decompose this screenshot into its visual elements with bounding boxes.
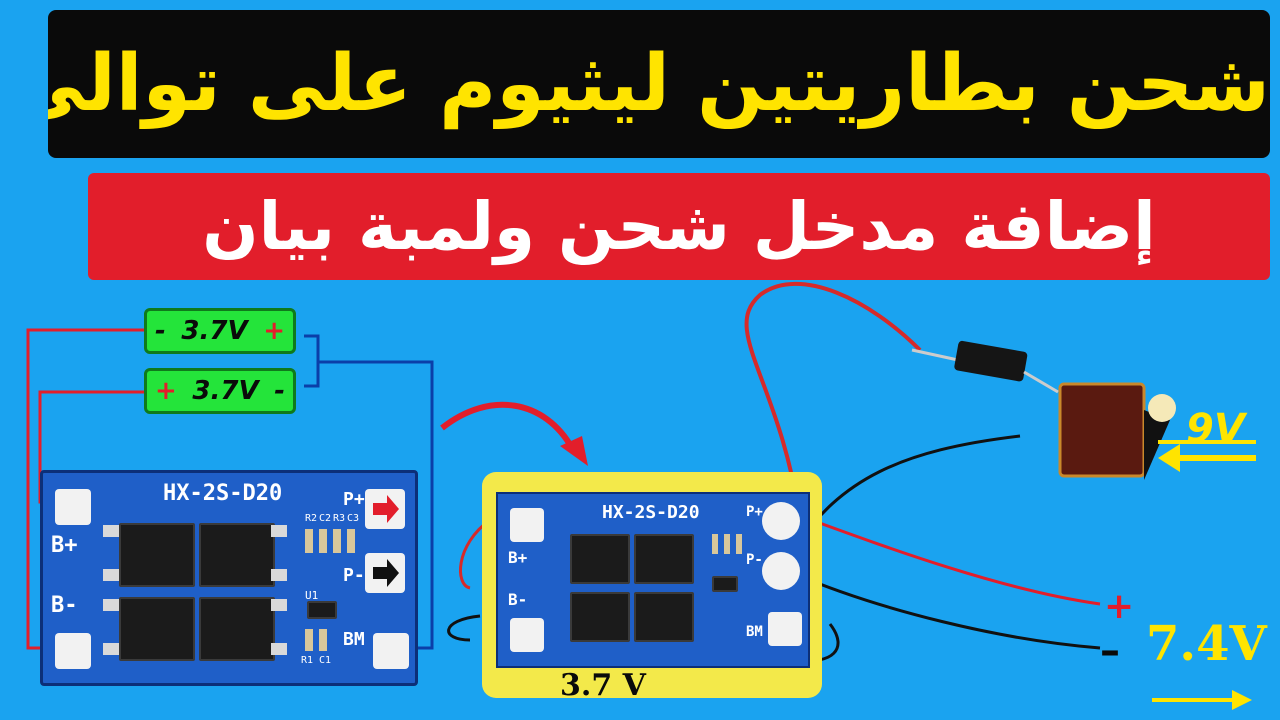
curved-arrow-head [560,436,588,466]
title-banner-top: شحن بطاريتين ليثيوم على توالي [48,10,1270,158]
battery-top: - 3.7V + [144,308,296,354]
input-arrow-head [1158,444,1180,472]
label-pplus-left: P+ [343,489,365,510]
pad-bplus-right [510,508,544,542]
pad-bm-left [373,633,409,669]
pad-bminus-right [510,618,544,652]
lead [271,643,287,655]
dc-jack-barrel [1144,410,1170,480]
output-plus-sign: + [1104,586,1135,627]
title-banner-bottom: إضافة مدخل شحن ولمبة بيان [88,173,1270,280]
lead [271,525,287,537]
red-left-wire [458,518,491,590]
black-input-wire [793,434,1021,549]
capacitor [724,534,730,554]
label-bm-right: BM [746,624,763,640]
pad-bplus-left [55,489,91,525]
resistor [305,629,313,651]
label-c1: C1 [319,655,332,666]
bms-board-left: HX-2S-D20 B+ B- R2 C2 R3 C3 U1 R1 C1 P+ … [40,470,418,686]
pad-pminus-right [762,552,800,590]
battery-bottom-value: 3.7V [192,376,259,406]
capacitor [347,529,355,553]
lead [103,643,119,655]
battery-bottom-minus: - [274,376,285,406]
label-c2: C2 [319,513,332,524]
mosfet-r3 [570,592,630,642]
resistor [333,529,341,553]
black-left-wire [447,614,481,642]
label-bplus-left: B+ [51,533,78,558]
red-loop-wire [744,281,922,521]
battery-top-value: 3.7V [181,316,248,346]
bms-board-right: HX-2S-D20 B+ B- BM P+ P- [496,492,810,668]
mosfet-r2 [634,534,694,584]
input-voltage-label: 9V [1186,406,1245,452]
ic-u1-right [712,576,738,592]
mosfet-4 [199,597,275,661]
output-minus-sign: – [1100,628,1120,674]
pad-bm-right [768,612,802,646]
resistor [736,534,742,554]
capacitor [319,529,327,553]
pack-voltage-label: 3.7 V [560,668,646,703]
pad-pplus-left [365,489,405,529]
mosfet-1 [119,523,195,587]
battery-top-plus: + [263,316,285,346]
label-bminus-left: B- [51,593,78,618]
blue-bracket [304,334,320,388]
lead [271,599,287,611]
label-pplus-right: P+ [746,504,763,520]
dc-jack [1058,382,1146,478]
label-pminus-left: P- [343,565,365,586]
board-left-model: HX-2S-D20 [163,481,283,506]
label-r1: R1 [301,655,314,666]
diode-lead-right [1023,370,1059,394]
label-bm-left: BM [343,629,365,650]
diode-lead-left [911,348,959,362]
resistor [305,529,313,553]
pad-pminus-left [365,553,405,593]
board-right-model: HX-2S-D20 [602,502,700,523]
ic-u1 [307,601,337,619]
pad-pplus-right [762,502,800,540]
resistor [712,534,718,554]
label-r2: R2 [305,513,318,524]
indicator-led [1148,394,1176,422]
mosfet-r4 [634,592,694,642]
diode-body [954,340,1028,382]
label-bminus-right: B- [508,590,528,609]
label-r3: R3 [333,513,346,524]
label-u1: U1 [305,589,319,602]
red-output-wire [794,512,1101,606]
curved-arrow [440,401,575,450]
label-bplus-right: B+ [508,548,528,567]
capacitor [319,629,327,651]
label-c3: C3 [347,513,360,524]
mosfet-3 [119,597,195,661]
battery-top-minus: - [155,316,166,346]
lead [103,599,119,611]
battery-bottom: + 3.7V - [144,368,296,414]
battery-bottom-plus: + [155,376,177,406]
pad-bminus-left [55,633,91,669]
arrow-right-icon [373,495,399,523]
lead [103,569,119,581]
black-output-wire [794,572,1101,650]
mosfet-r1 [570,534,630,584]
mosfet-2 [199,523,275,587]
output-arrow-head [1232,690,1252,710]
title-text-bottom: إضافة مدخل شحن ولمبة بيان [202,188,1156,265]
arrow-right-icon [373,559,399,587]
output-voltage-label: 7.4V [1146,616,1267,672]
lead [103,525,119,537]
title-text-top: شحن بطاريتين ليثيوم على توالي [48,39,1270,129]
label-pminus-right: P- [746,552,763,568]
lead [271,569,287,581]
